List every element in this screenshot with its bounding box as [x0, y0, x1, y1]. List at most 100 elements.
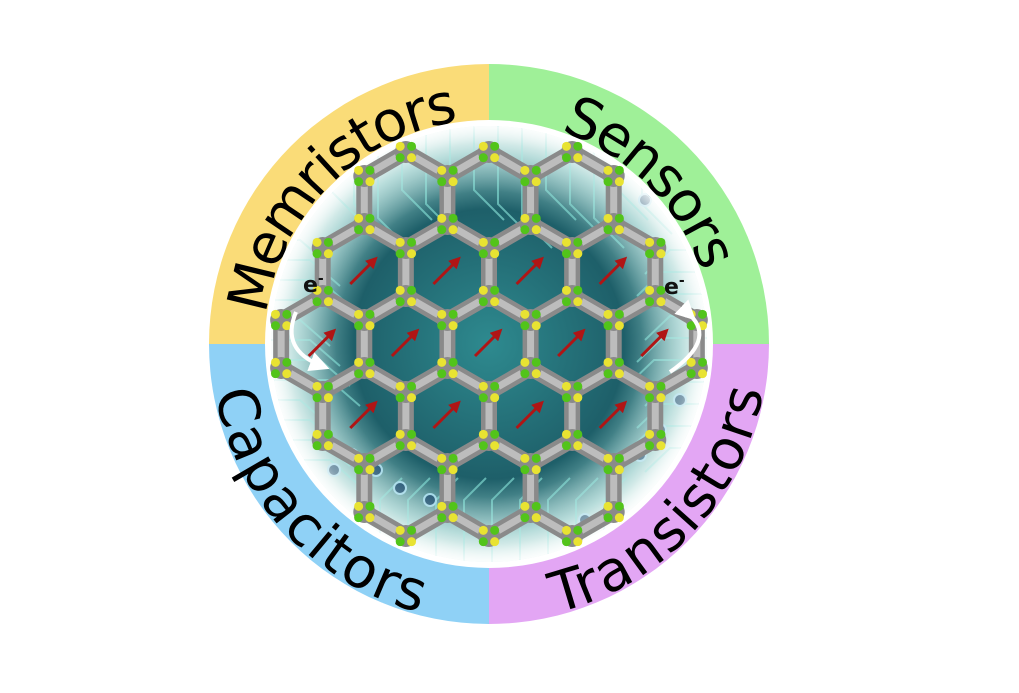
framework-atom	[603, 177, 613, 187]
framework-atom	[365, 453, 375, 463]
framework-atom	[490, 429, 500, 439]
framework-atom	[561, 381, 571, 391]
framework-atom	[312, 297, 322, 307]
framework-atom	[614, 309, 624, 319]
framework-atom	[614, 177, 624, 187]
framework-atom	[698, 309, 708, 319]
framework-atom	[448, 177, 458, 187]
framework-atom	[407, 153, 417, 163]
framework-atom	[531, 177, 541, 187]
framework-atom	[614, 465, 624, 475]
framework-atom	[520, 165, 530, 175]
framework-atom	[478, 441, 488, 451]
framework-atom	[561, 237, 571, 247]
electron-hopping: e- e-	[289, 271, 702, 374]
framework-atom	[282, 369, 292, 379]
hop-arrow-left	[289, 311, 330, 372]
framework-atom	[407, 249, 417, 259]
electron-label-left: e-	[303, 271, 324, 298]
framework-atom	[312, 393, 322, 403]
framework-atom	[437, 501, 447, 511]
framework-atom	[614, 321, 624, 331]
framework-atom	[323, 441, 333, 451]
framework-atom	[312, 441, 322, 451]
framework-atom	[478, 429, 488, 439]
framework-atom	[478, 537, 488, 547]
framework-atom	[561, 441, 571, 451]
framework-atom	[645, 393, 655, 403]
framework-atom	[573, 393, 583, 403]
framework-atom	[656, 381, 666, 391]
framework-atom	[645, 441, 655, 451]
framework-atom	[365, 501, 375, 511]
framework-atom	[407, 441, 417, 451]
framework-atom	[437, 453, 447, 463]
framework-atom	[354, 357, 364, 367]
framework-atom	[573, 537, 583, 547]
honeycomb-framework	[270, 141, 708, 547]
framework-atom	[490, 525, 500, 535]
framework-atom	[520, 213, 530, 223]
framework-atom	[573, 429, 583, 439]
framework-atom	[520, 357, 530, 367]
framework-atom	[448, 513, 458, 523]
framework-atom	[312, 237, 322, 247]
framework-atom	[395, 285, 405, 295]
framework-atom	[490, 381, 500, 391]
framework-atom	[478, 285, 488, 295]
framework-atom	[573, 153, 583, 163]
framework-atom	[365, 465, 375, 475]
framework-atom	[531, 225, 541, 235]
framework-atom	[270, 309, 280, 319]
framework-atom	[490, 141, 500, 151]
framework-atom	[561, 141, 571, 151]
framework-atom	[561, 285, 571, 295]
framework-atom	[354, 309, 364, 319]
framework-atom	[323, 297, 333, 307]
framework-atom	[520, 453, 530, 463]
framework-atom	[354, 369, 364, 379]
framework-atom	[395, 237, 405, 247]
framework-atom	[312, 429, 322, 439]
framework-atom	[395, 441, 405, 451]
framework-atom	[407, 429, 417, 439]
framework-atom	[448, 225, 458, 235]
framework-atom	[448, 465, 458, 475]
framework-atom	[520, 321, 530, 331]
framework-atom	[437, 225, 447, 235]
framework-atom	[520, 501, 530, 511]
spin-arrow	[390, 328, 420, 358]
framework-atom	[448, 309, 458, 319]
framework-atom	[365, 321, 375, 331]
framework-atom	[698, 369, 708, 379]
framework-atom	[437, 369, 447, 379]
spin-arrow	[640, 328, 669, 358]
framework-atom	[354, 321, 364, 331]
framework-atom	[531, 321, 541, 331]
framework-atom	[603, 213, 613, 223]
framework-atom	[603, 321, 613, 331]
framework-atom	[395, 153, 405, 163]
spin-arrow	[432, 256, 461, 286]
framework-atom	[448, 213, 458, 223]
framework-atom	[407, 525, 417, 535]
framework-atom	[614, 501, 624, 511]
framework-atom	[686, 369, 696, 379]
framework-atom	[407, 237, 417, 247]
framework-atom	[323, 285, 333, 295]
framework-atom	[270, 321, 280, 331]
framework-atom	[573, 525, 583, 535]
framework-atom	[365, 513, 375, 523]
framework-atom	[407, 141, 417, 151]
framework-atom	[656, 297, 666, 307]
framework-atom	[520, 465, 530, 475]
framework-atom	[573, 285, 583, 295]
framework-atom	[520, 309, 530, 319]
framework-atom	[354, 165, 364, 175]
framework-atom	[365, 177, 375, 187]
framework-atom	[282, 357, 292, 367]
framework-atom	[656, 393, 666, 403]
framework-atom	[603, 369, 613, 379]
framework-atom	[395, 525, 405, 535]
